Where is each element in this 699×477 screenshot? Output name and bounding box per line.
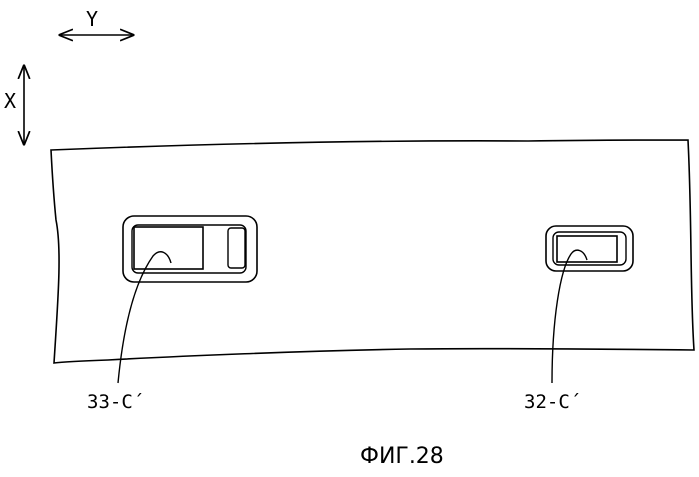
left-leader-line (118, 252, 171, 383)
substrate-strip (51, 140, 694, 363)
right-pad-inner-frame (553, 232, 626, 265)
left-pad-window (134, 227, 203, 269)
x-direction-arrow: X (4, 66, 24, 144)
right-pad-group: 32-C´ (524, 226, 633, 413)
right-leader-line (552, 250, 587, 383)
left-pad-group: 33-C´ (87, 216, 257, 413)
y-axis-label: Y (86, 7, 98, 31)
left-pad-slot (228, 228, 245, 268)
x-axis-label: X (4, 89, 16, 113)
left-pad-label: 33-C´ (87, 391, 144, 413)
left-pad-inner-frame (132, 225, 246, 273)
figure-caption: ФИГ.28 (360, 444, 444, 469)
right-pad-label: 32-C´ (524, 391, 581, 413)
y-direction-arrow: Y (60, 7, 133, 35)
right-pad-outer-frame (546, 226, 633, 271)
